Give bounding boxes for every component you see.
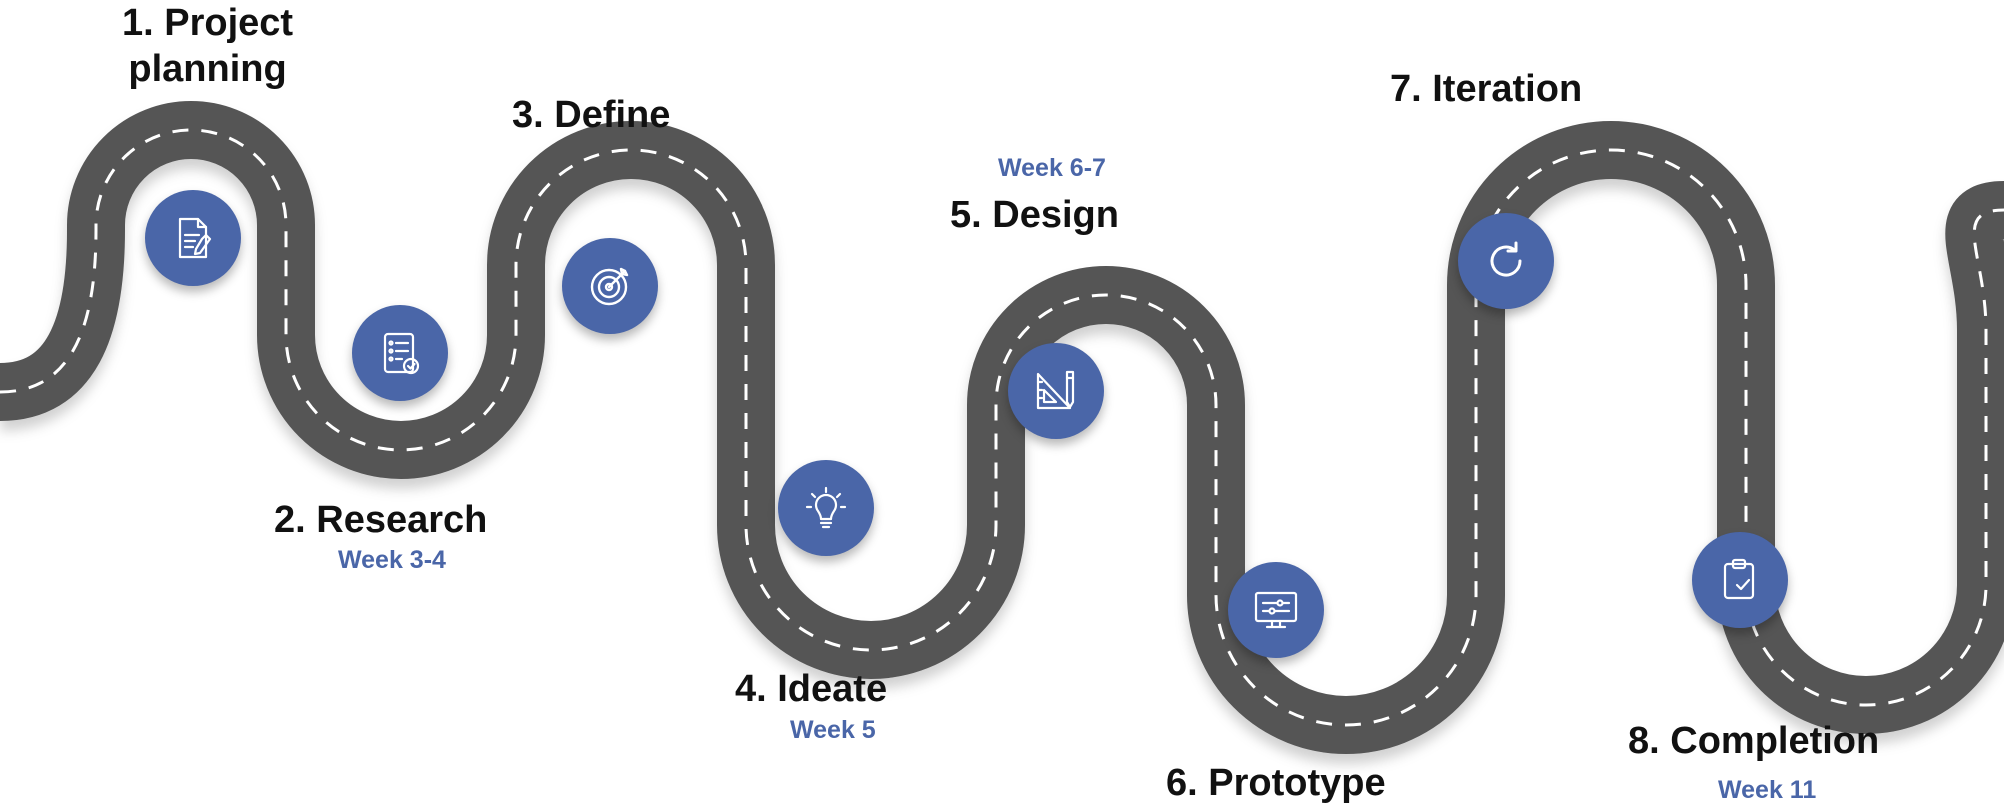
ruler-pencil-icon xyxy=(1036,370,1075,410)
step-4-icon-badge xyxy=(778,460,874,556)
road-lane-dashes xyxy=(0,128,2004,727)
clipboard-check-icon xyxy=(1723,558,1755,600)
step-4-title: 4. Ideate xyxy=(735,668,888,710)
lightbulb-icon xyxy=(805,486,847,529)
step-3-title: 3. Define xyxy=(512,94,671,136)
refresh-icon xyxy=(1490,241,1522,277)
step-1-title: 1. Project planning xyxy=(122,2,294,90)
step-2-title: 2. Research xyxy=(274,499,488,541)
step-8-icon-badge xyxy=(1692,532,1788,628)
step-5-title: 5. Design xyxy=(950,194,1119,236)
step-3-icon-badge xyxy=(562,238,658,334)
step-8-week: Week 11 xyxy=(1718,776,1817,804)
step-5-week: Week 6-7 xyxy=(998,154,1106,182)
document-pen-icon xyxy=(178,217,212,259)
step-2-week: Week 3-4 xyxy=(338,546,446,574)
monitor-sliders-icon xyxy=(1254,591,1298,629)
checklist-icon xyxy=(383,332,420,375)
step-2-icon-badge xyxy=(352,305,448,401)
step-4-week: Week 5 xyxy=(790,716,876,744)
step-8-title: 8. Completion xyxy=(1628,720,1880,762)
step-7-icon-badge xyxy=(1458,213,1554,309)
step-1-icon-badge xyxy=(145,190,241,286)
target-icon xyxy=(590,267,629,306)
step-6-title: 6. Prototype xyxy=(1166,762,1386,804)
step-7-title: 7. Iteration xyxy=(1390,68,1583,110)
step-5-icon-badge xyxy=(1008,343,1104,439)
step-6-icon-badge xyxy=(1228,562,1324,658)
